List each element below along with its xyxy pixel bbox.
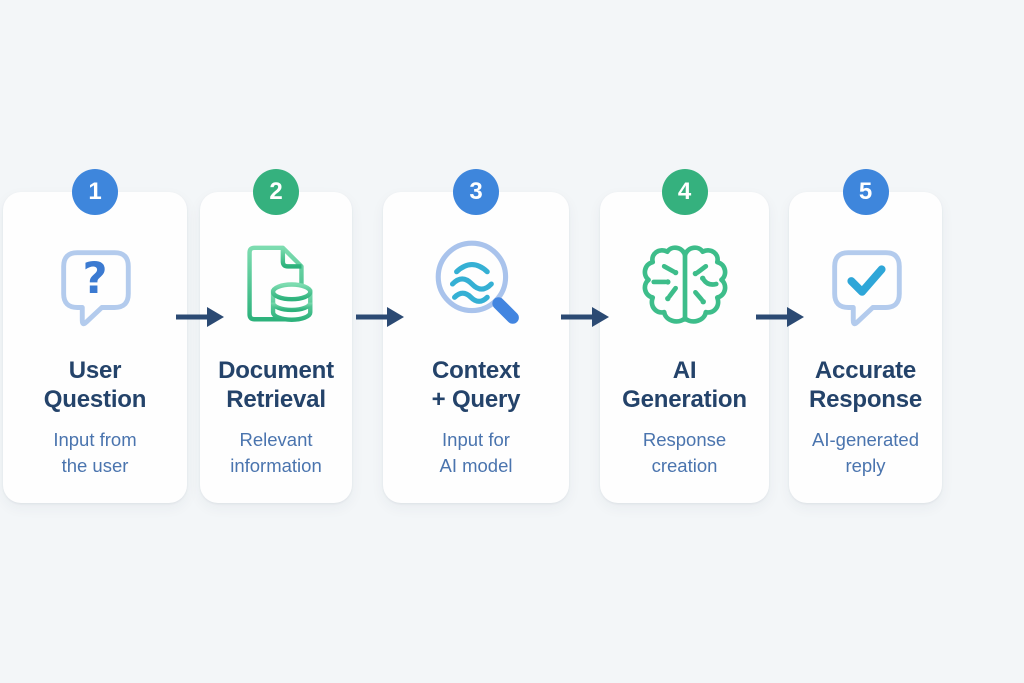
flow-arrow <box>560 304 610 330</box>
step-badge: 4 <box>661 169 708 215</box>
magnifier-waves-icon <box>427 236 525 332</box>
step-badge: 2 <box>253 169 299 215</box>
step-subtitle: Input from the user <box>53 429 137 476</box>
flow-arrow <box>175 304 225 330</box>
flow-arrow <box>755 304 805 330</box>
svg-text:?: ? <box>83 254 108 304</box>
step-card-accurate-response: 5 Accurate Response AI-generated reply <box>789 169 942 503</box>
step-title: AI Generation <box>622 357 747 413</box>
document-database-icon <box>229 236 323 332</box>
question-bubble-icon: ? <box>48 236 142 332</box>
step-subtitle: Response creation <box>642 429 727 476</box>
step-subtitle: AI-generated reply <box>812 429 919 476</box>
flow-arrow <box>355 304 405 330</box>
step-card-context-query: 3 Context + Query Input for AI model <box>383 169 569 503</box>
step-card-user-question: 1 ? User Question Input from the user <box>3 169 187 503</box>
step-badge: 3 <box>453 169 499 215</box>
step-title: Context + Query <box>431 357 521 413</box>
step-badge: 1 <box>72 169 118 215</box>
check-bubble-icon <box>819 236 913 332</box>
step-card-ai-generation: 4 AI Generation Response creation <box>600 169 769 503</box>
step-title: Document Retrieval <box>218 357 334 413</box>
step-card-document-retrieval: 2 Document Retrieval <box>200 169 352 503</box>
step-title: Accurate Response <box>808 357 923 413</box>
step-title: User Question <box>43 357 147 413</box>
step-badge: 5 <box>842 169 889 215</box>
step-subtitle: Input for AI model <box>439 429 513 476</box>
brain-icon <box>635 236 735 332</box>
step-subtitle: Relevant information <box>230 429 322 476</box>
